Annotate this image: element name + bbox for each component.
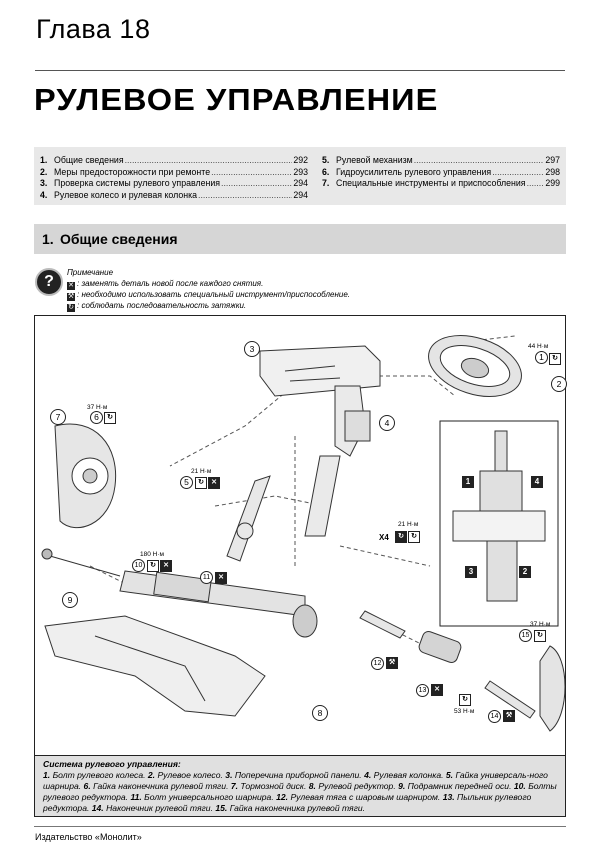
torque-icon: ↻ xyxy=(408,531,420,543)
callout-13: 13 xyxy=(416,684,429,697)
legend-item: 7. Тормозной диск. xyxy=(230,781,307,791)
question-icon: ? xyxy=(35,268,63,296)
toc-entry[interactable]: 7.Специальные инструменты и приспособлен… xyxy=(322,178,560,190)
steering-system-diagram: 3 4 7 2 9 8 44 Н·м 1 ↻ 37 Н·м 6 ↻ 21 Н·м… xyxy=(34,315,567,756)
toc-entry[interactable]: 2.Меры предосторожности при ремонте293 xyxy=(40,167,308,179)
toc-entry[interactable]: 1.Общие сведения292 xyxy=(40,155,308,167)
torque-label: 21 Н·м xyxy=(398,521,419,528)
legend-item: 2. Рулевое колесо. xyxy=(147,770,223,780)
toc-entry[interactable]: 4.Рулевое колесо и рулевая колонка294 xyxy=(40,190,308,202)
legend-item: 12. Рулевая тяга с шаровым шарниром. xyxy=(276,792,441,802)
note-item: ✕: заменять деталь новой после каждого с… xyxy=(67,278,264,290)
toc-entry[interactable]: 5.Рулевой механизм297 xyxy=(322,155,560,167)
sequence-square-icon: ↻ xyxy=(67,303,75,312)
x-square-icon: ✕ xyxy=(160,560,172,572)
sequence-square-icon: ↻ xyxy=(395,531,407,543)
steering-column-drawing xyxy=(304,385,371,537)
section-title: Общие сведения xyxy=(60,231,178,247)
inset-column-drawing xyxy=(452,430,546,602)
legend-item: 9. Подрамник передней оси. xyxy=(398,781,512,791)
torque-label: 37 Н·м xyxy=(530,621,551,628)
torque-icon: ↻ xyxy=(534,630,546,642)
note-title: Примечание xyxy=(67,268,114,277)
tool-square-icon: ⚒ xyxy=(503,710,515,722)
caption-legend: 1. Болт рулевого колеса. 2. Рулевое коле… xyxy=(43,770,557,814)
x-square-icon: ✕ xyxy=(215,572,227,584)
inset-label: 3 xyxy=(465,566,477,578)
callout-10: 10 xyxy=(132,559,145,572)
callout-1: 1 xyxy=(535,351,548,364)
note-block: Примечание ✕: заменять деталь новой посл… xyxy=(67,268,350,312)
toc-left-column: 1.Общие сведения292 2.Меры предосторожно… xyxy=(40,155,308,201)
toc-entry[interactable]: 6.Гидроусилитель рулевого управления298 xyxy=(322,167,560,179)
legend-item: 6. Гайка наконечника рулевой тяги. xyxy=(83,781,229,791)
intermediate-shaft-drawing xyxy=(226,475,271,562)
footer-divider xyxy=(34,826,566,827)
legend-item: 3. Поперечина приборной панели. xyxy=(225,770,362,780)
torque-label: 44 Н·м xyxy=(528,343,549,350)
table-of-contents: 1.Общие сведения292 2.Меры предосторожно… xyxy=(34,147,566,205)
steering-wheel-drawing xyxy=(428,335,522,397)
chapter-label: Глава 18 xyxy=(36,14,151,44)
torque-label: 53 Н·м xyxy=(454,708,475,715)
inset-label: 2 xyxy=(519,566,531,578)
torque-icon: ↻ xyxy=(459,694,471,706)
legend-item: 15. Гайка наконечника рулевой тяги. xyxy=(215,803,366,813)
callout-14: 14 xyxy=(488,710,501,723)
page-title: РУЛЕВОЕ УПРАВЛЕНИЕ xyxy=(34,82,439,117)
torque-icon: ↻ xyxy=(147,560,159,572)
torque-icon: ↻ xyxy=(549,353,561,365)
torque-label: 180 Н·м xyxy=(140,551,164,558)
diagram-drawing xyxy=(41,335,565,732)
toc-right-column: 5.Рулевой механизм297 6.Гидроусилитель р… xyxy=(322,155,560,190)
section-number: 1. xyxy=(42,231,54,247)
brake-disc-drawing xyxy=(54,423,117,529)
callout-11: 11 xyxy=(200,571,213,584)
inset-label: 1 xyxy=(462,476,474,488)
callout-4: 4 xyxy=(379,415,395,431)
quantity-label: X4 xyxy=(379,533,389,542)
torque-icon: ↻ xyxy=(195,477,207,489)
legend-item: 4. Рулевая колонка. xyxy=(364,770,444,780)
legend-item: 10. Болты рулевого редуктора. xyxy=(43,781,557,802)
figure-caption: Система рулевого управления: 1. Болт рул… xyxy=(34,756,566,817)
toc-entry[interactable]: 3.Проверка системы рулевого управления29… xyxy=(40,178,308,190)
callout-2: 2 xyxy=(551,376,567,392)
tool-square-icon: ⚒ xyxy=(386,657,398,669)
x-square-icon: ✕ xyxy=(431,684,443,696)
note-item: ⚒: необходимо использовать специальный и… xyxy=(67,289,350,301)
header-divider xyxy=(35,70,565,71)
x-square-icon: ✕ xyxy=(67,281,75,290)
callout-9: 9 xyxy=(62,592,78,608)
x-square-icon: ✕ xyxy=(208,477,220,489)
section-header: 1. Общие сведения xyxy=(34,224,566,254)
legend-item: 5. Гайка универсаль-ного шарнира. xyxy=(43,770,548,791)
callout-15: 15 xyxy=(519,629,532,642)
steering-rack-drawing xyxy=(41,548,318,638)
caption-heading: Система рулевого управления: xyxy=(43,759,181,769)
hub-drawing xyxy=(539,645,565,732)
callout-6: 6 xyxy=(90,411,103,424)
legend-item: 14. Наконечник рулевой тяги. xyxy=(91,803,213,813)
callout-12: 12 xyxy=(371,657,384,670)
note-item: ↻: соблюдать последовательность затяжки. xyxy=(67,300,247,312)
legend-item: 1. Болт рулевого колеса. xyxy=(43,770,146,780)
legend-item: 8. Рулевой редуктор. xyxy=(308,781,396,791)
tool-square-icon: ⚒ xyxy=(67,292,75,301)
torque-label: 21 Н·м xyxy=(191,468,212,475)
callout-8: 8 xyxy=(312,705,328,721)
torque-label: 37 Н·м xyxy=(87,404,108,411)
callout-3: 3 xyxy=(244,341,260,357)
tie-rod-drawing xyxy=(359,610,536,719)
legend-item: 11. Болт универсального шарнира. xyxy=(130,792,274,802)
torque-icon: ↻ xyxy=(104,412,116,424)
callout-7: 7 xyxy=(50,409,66,425)
callout-5: 5 xyxy=(180,476,193,489)
legend-item: 13. Пыльник рулевого редуктора. xyxy=(43,792,532,813)
cross-member-drawing xyxy=(259,345,381,397)
publisher-label: Издательство «Монолит» xyxy=(35,832,142,842)
subframe-drawing xyxy=(44,615,266,717)
inset-label: 4 xyxy=(531,476,543,488)
